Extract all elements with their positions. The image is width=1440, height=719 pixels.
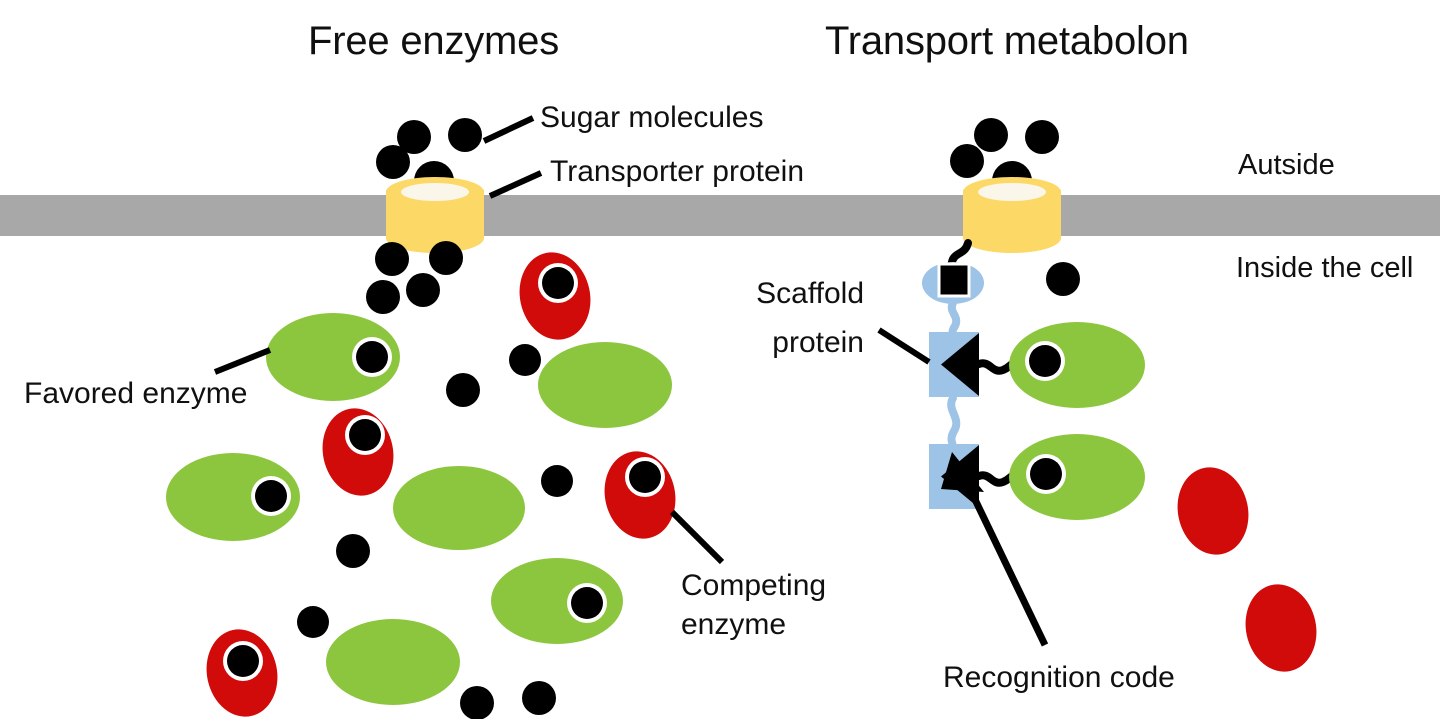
sugar-molecule bbox=[1046, 262, 1080, 296]
callout-favored-enzyme: Favored enzyme bbox=[24, 377, 248, 410]
competing-enzyme-right-2 bbox=[1245, 584, 1317, 672]
transporter-pore-right bbox=[978, 183, 1046, 201]
leader-line-competing-enzyme bbox=[669, 509, 725, 565]
label-outside: Autside bbox=[1238, 149, 1335, 181]
recognition-code-notch-1 bbox=[941, 333, 979, 396]
leader-arrow-recognition-code bbox=[941, 452, 1049, 647]
leader-line-transporter-protein bbox=[488, 170, 543, 199]
transporter-protein-left bbox=[386, 177, 484, 253]
sugar-molecule bbox=[460, 686, 494, 719]
transporter-pore-left bbox=[401, 183, 469, 201]
favored-enzyme-right-2 bbox=[1009, 434, 1145, 520]
competing-enzyme-left-1 bbox=[519, 252, 591, 340]
favored-enzyme-left-1 bbox=[266, 313, 400, 401]
favored-enzyme-left-3 bbox=[166, 453, 300, 541]
cell-membrane bbox=[0, 195, 1440, 236]
sugar-molecule-group-inside-left bbox=[297, 241, 1080, 719]
favored-enzyme-left-6 bbox=[326, 619, 460, 705]
callout-sugar-molecules: Sugar molecules bbox=[540, 101, 764, 134]
sugar-molecule bbox=[429, 241, 463, 275]
sugar-molecule bbox=[297, 606, 329, 638]
sugar-molecule bbox=[974, 118, 1008, 152]
label-inside-cell: Inside the cell bbox=[1236, 252, 1414, 284]
callout-competing-enzyme-line2: enzyme bbox=[681, 608, 787, 641]
competing-enzyme-left-2 bbox=[322, 408, 394, 496]
sugar-molecule bbox=[397, 120, 431, 154]
favored-enzyme-left-2 bbox=[538, 342, 672, 428]
callout-scaffold-protein-line1: Scaffold bbox=[756, 277, 864, 310]
callout-scaffold-protein-line2: protein bbox=[772, 326, 864, 359]
transporter-protein-right bbox=[963, 177, 1061, 253]
leader-line-sugar-molecules bbox=[482, 115, 535, 144]
leader-line-scaffold-protein bbox=[877, 327, 931, 365]
favored-enzyme-left-5 bbox=[491, 558, 623, 644]
anchor-square bbox=[937, 262, 971, 298]
sugar-molecule bbox=[375, 242, 409, 276]
leader-line-favored-enzyme bbox=[213, 347, 272, 375]
sugar-molecule bbox=[1025, 120, 1059, 154]
sugar-molecule bbox=[366, 280, 400, 314]
callout-recognition-code: Recognition code bbox=[943, 661, 1175, 694]
scaffold-module-1 bbox=[929, 332, 979, 397]
scaffold-protein-anchor bbox=[922, 262, 984, 304]
favored-enzyme-right-1 bbox=[1009, 322, 1145, 408]
callout-transporter-protein: Transporter protein bbox=[550, 155, 805, 188]
competing-enzyme-right-1 bbox=[1177, 467, 1249, 555]
sugar-molecule-group-outside-left bbox=[376, 118, 482, 201]
competing-enzyme-left-3 bbox=[604, 451, 676, 539]
sugar-molecule bbox=[522, 681, 556, 715]
sugar-molecule bbox=[376, 145, 410, 179]
favored-enzyme-left-4 bbox=[393, 466, 525, 550]
panel-title-right: Transport metabolon bbox=[825, 19, 1189, 63]
sugar-molecule bbox=[406, 273, 440, 307]
sugar-molecule bbox=[950, 144, 984, 178]
sugar-molecule bbox=[448, 118, 482, 152]
callout-competing-enzyme-line1: Competing bbox=[681, 569, 827, 602]
competing-enzyme-left-4 bbox=[206, 629, 278, 717]
sugar-molecule bbox=[541, 465, 573, 497]
sugar-molecule bbox=[509, 344, 541, 376]
scaffold-linker-1 bbox=[947, 299, 961, 340]
sugar-molecule bbox=[446, 373, 480, 407]
scaffold-linker-2 bbox=[947, 394, 961, 451]
panel-title-left: Free enzymes bbox=[308, 19, 560, 63]
sugar-molecule bbox=[336, 534, 370, 568]
